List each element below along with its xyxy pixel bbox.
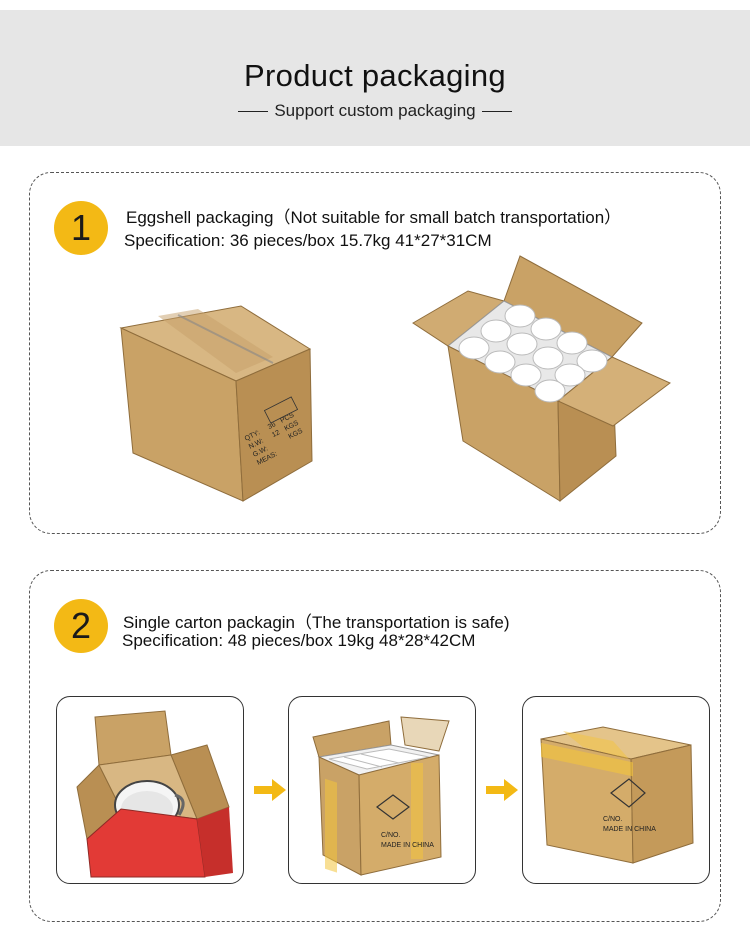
section1-title: Eggshell packaging（Not suitable for smal… — [126, 208, 622, 227]
svg-text:12: 12 — [271, 429, 281, 439]
subtitle-line-right — [481, 111, 512, 113]
page-subtitle: Support custom packaging — [0, 101, 750, 121]
photo-sealed-carton: C/NO. MADE IN CHINA — [522, 696, 710, 884]
arrow-right-icon — [486, 779, 518, 801]
carton-number-label: C/NO. — [603, 816, 623, 823]
section1-specification: Specification: 36 pieces/box 15.7kg 41*2… — [124, 231, 492, 250]
section2-title: Single carton packagin（The transportatio… — [123, 613, 510, 632]
sealed-carton-image: C/NO. MADE IN CHINA — [540, 726, 694, 864]
open-eggshell-carton-image — [412, 255, 671, 503]
carton-number-label: C/NO. — [381, 832, 401, 839]
subtitle-line-left — [238, 111, 269, 113]
section-number-badge: 1 — [54, 201, 108, 255]
header-banner: Product packaging Support custom packagi… — [0, 10, 750, 146]
section-eggshell-packaging: 1 Eggshell packaging（Not suitable for sm… — [29, 172, 721, 534]
subtitle-text: Support custom packaging — [274, 101, 476, 120]
carton-origin-label: MADE IN CHINA — [381, 842, 434, 849]
photo-open-carton: C/NO. MADE IN CHINA — [288, 696, 476, 884]
section-single-carton-packaging: 2 Single carton packagin（The transportat… — [29, 570, 721, 922]
photo-single-mug-box — [56, 696, 244, 884]
carton-origin-label: MADE IN CHINA — [603, 826, 656, 833]
svg-text:36: 36 — [267, 421, 277, 431]
section2-specification: Specification: 48 pieces/box 19kg 48*28*… — [122, 631, 476, 650]
single-mug-box-image — [76, 710, 233, 878]
closed-carton-image: QTY: N.W: G.W: MEAS: 36 12 PCS KGS KGS — [119, 305, 313, 502]
eggshell-mug-tops — [458, 304, 608, 403]
section-number-badge: 2 — [54, 599, 108, 653]
arrow-right-icon — [254, 779, 286, 801]
page-title: Product packaging — [244, 58, 506, 93]
open-carton-image: C/NO. MADE IN CHINA — [312, 716, 450, 876]
